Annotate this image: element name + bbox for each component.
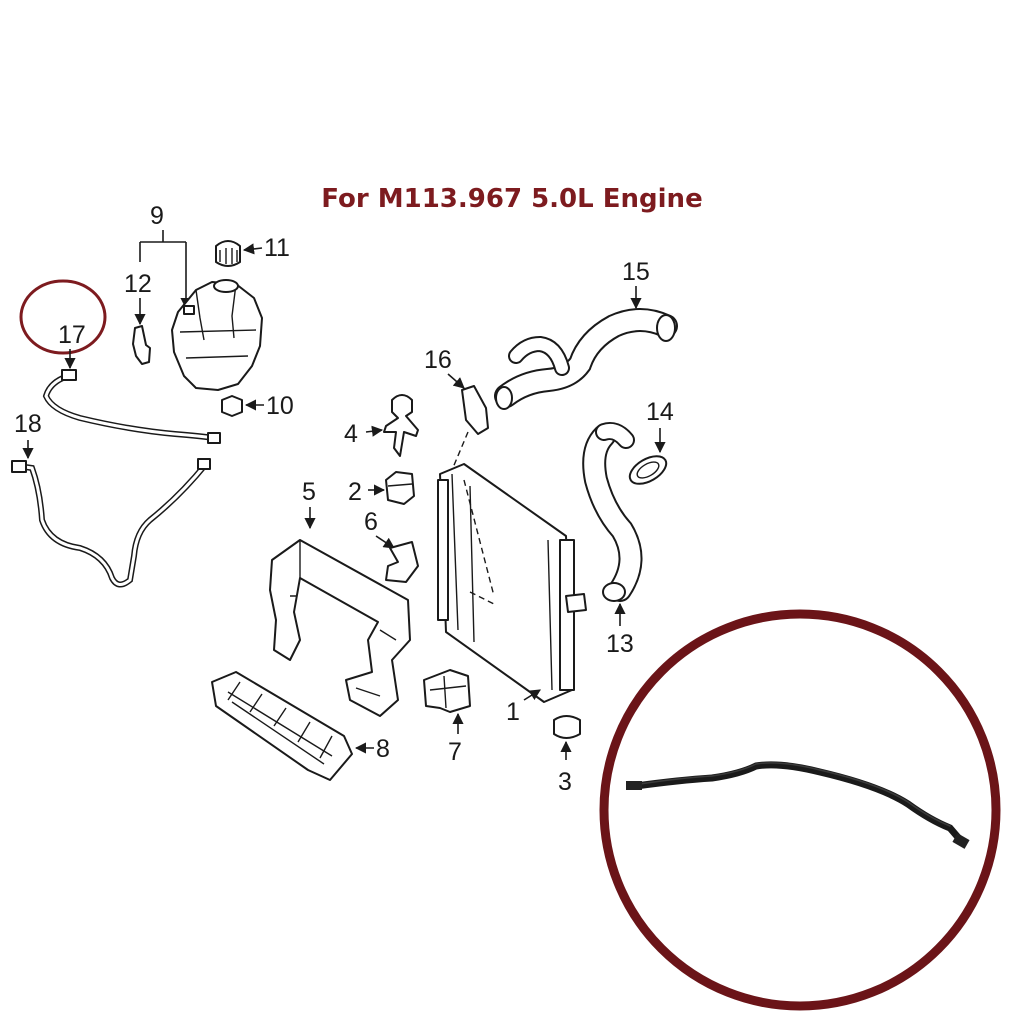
- hose-clamp: [628, 455, 668, 485]
- reservoir-cap: [215, 240, 241, 267]
- air-grille-group: 8: [211, 671, 390, 781]
- upper-hose-end: [656, 314, 676, 342]
- callout-6: 6: [364, 508, 378, 536]
- callout-16: 16: [424, 346, 452, 374]
- drain-plug-group: 10: [221, 392, 294, 420]
- upper-hose-group: 15: [494, 258, 678, 410]
- lower-hose-group: 13: [582, 422, 643, 658]
- callout-17: 17: [58, 321, 86, 349]
- rubber-mount: [385, 471, 415, 505]
- radiator-cover-part: [461, 385, 489, 435]
- callout-2: 2: [348, 478, 362, 506]
- callout-12: 12: [124, 270, 152, 298]
- vent-hose-17-group: 17: [19, 279, 221, 444]
- callout-8: 8: [376, 735, 390, 763]
- vent-hose-18-group: 18: [11, 410, 211, 588]
- coolant-vent-hose-photo: [632, 761, 966, 846]
- lower-bracket-group: 7: [423, 669, 471, 766]
- callout-7: 7: [448, 738, 462, 766]
- photo-hose-connector-left: [626, 781, 642, 790]
- part-photo-inset: [599, 609, 1001, 1011]
- callout-9: 9: [150, 202, 164, 230]
- side-bracket: [385, 541, 419, 583]
- radiator-core: [439, 463, 573, 703]
- lower-hose-end: [602, 582, 626, 602]
- callout-13: 13: [606, 630, 634, 658]
- side-bracket-group: 6: [364, 508, 419, 583]
- callout-11: 11: [264, 234, 290, 262]
- callout-5: 5: [302, 478, 316, 506]
- callout-14: 14: [646, 398, 674, 426]
- diagram-title: For M113.967 5.0L Engine: [321, 184, 703, 214]
- radiator-plug: [553, 715, 581, 739]
- photo-hose-connector-right: [952, 833, 970, 849]
- callout-1: 1: [506, 698, 520, 726]
- mounting-clip-group: 4: [344, 394, 419, 457]
- hose-17-fitting: [61, 369, 77, 381]
- hose-clamp-group: 14: [628, 398, 674, 485]
- drain-plug: [221, 395, 243, 417]
- callout-15: 15: [622, 258, 650, 286]
- callout-3: 3: [558, 768, 572, 796]
- reservoir-cap-group: 11: [215, 234, 290, 267]
- callout-4: 4: [344, 420, 358, 448]
- radiator-plug-group: 3: [553, 715, 581, 796]
- radiator-support-group: 5: [269, 478, 411, 717]
- hose-18-fitting: [11, 460, 27, 473]
- coolant-reservoir-group: 9 12: [124, 202, 263, 391]
- callout-18: 18: [14, 410, 42, 438]
- callout-10: 10: [266, 392, 294, 420]
- level-sensor-part: [132, 325, 151, 365]
- highlight-circle: [19, 279, 107, 355]
- rubber-mount-group: 2: [348, 471, 415, 506]
- radiator-support-frame: [269, 539, 411, 717]
- radiator-group: 1: [437, 463, 587, 726]
- inset-ring: [599, 609, 1001, 1011]
- mounting-clip: [383, 394, 419, 457]
- lower-bracket: [423, 669, 471, 713]
- radiator-cover-group: 16: [424, 346, 489, 471]
